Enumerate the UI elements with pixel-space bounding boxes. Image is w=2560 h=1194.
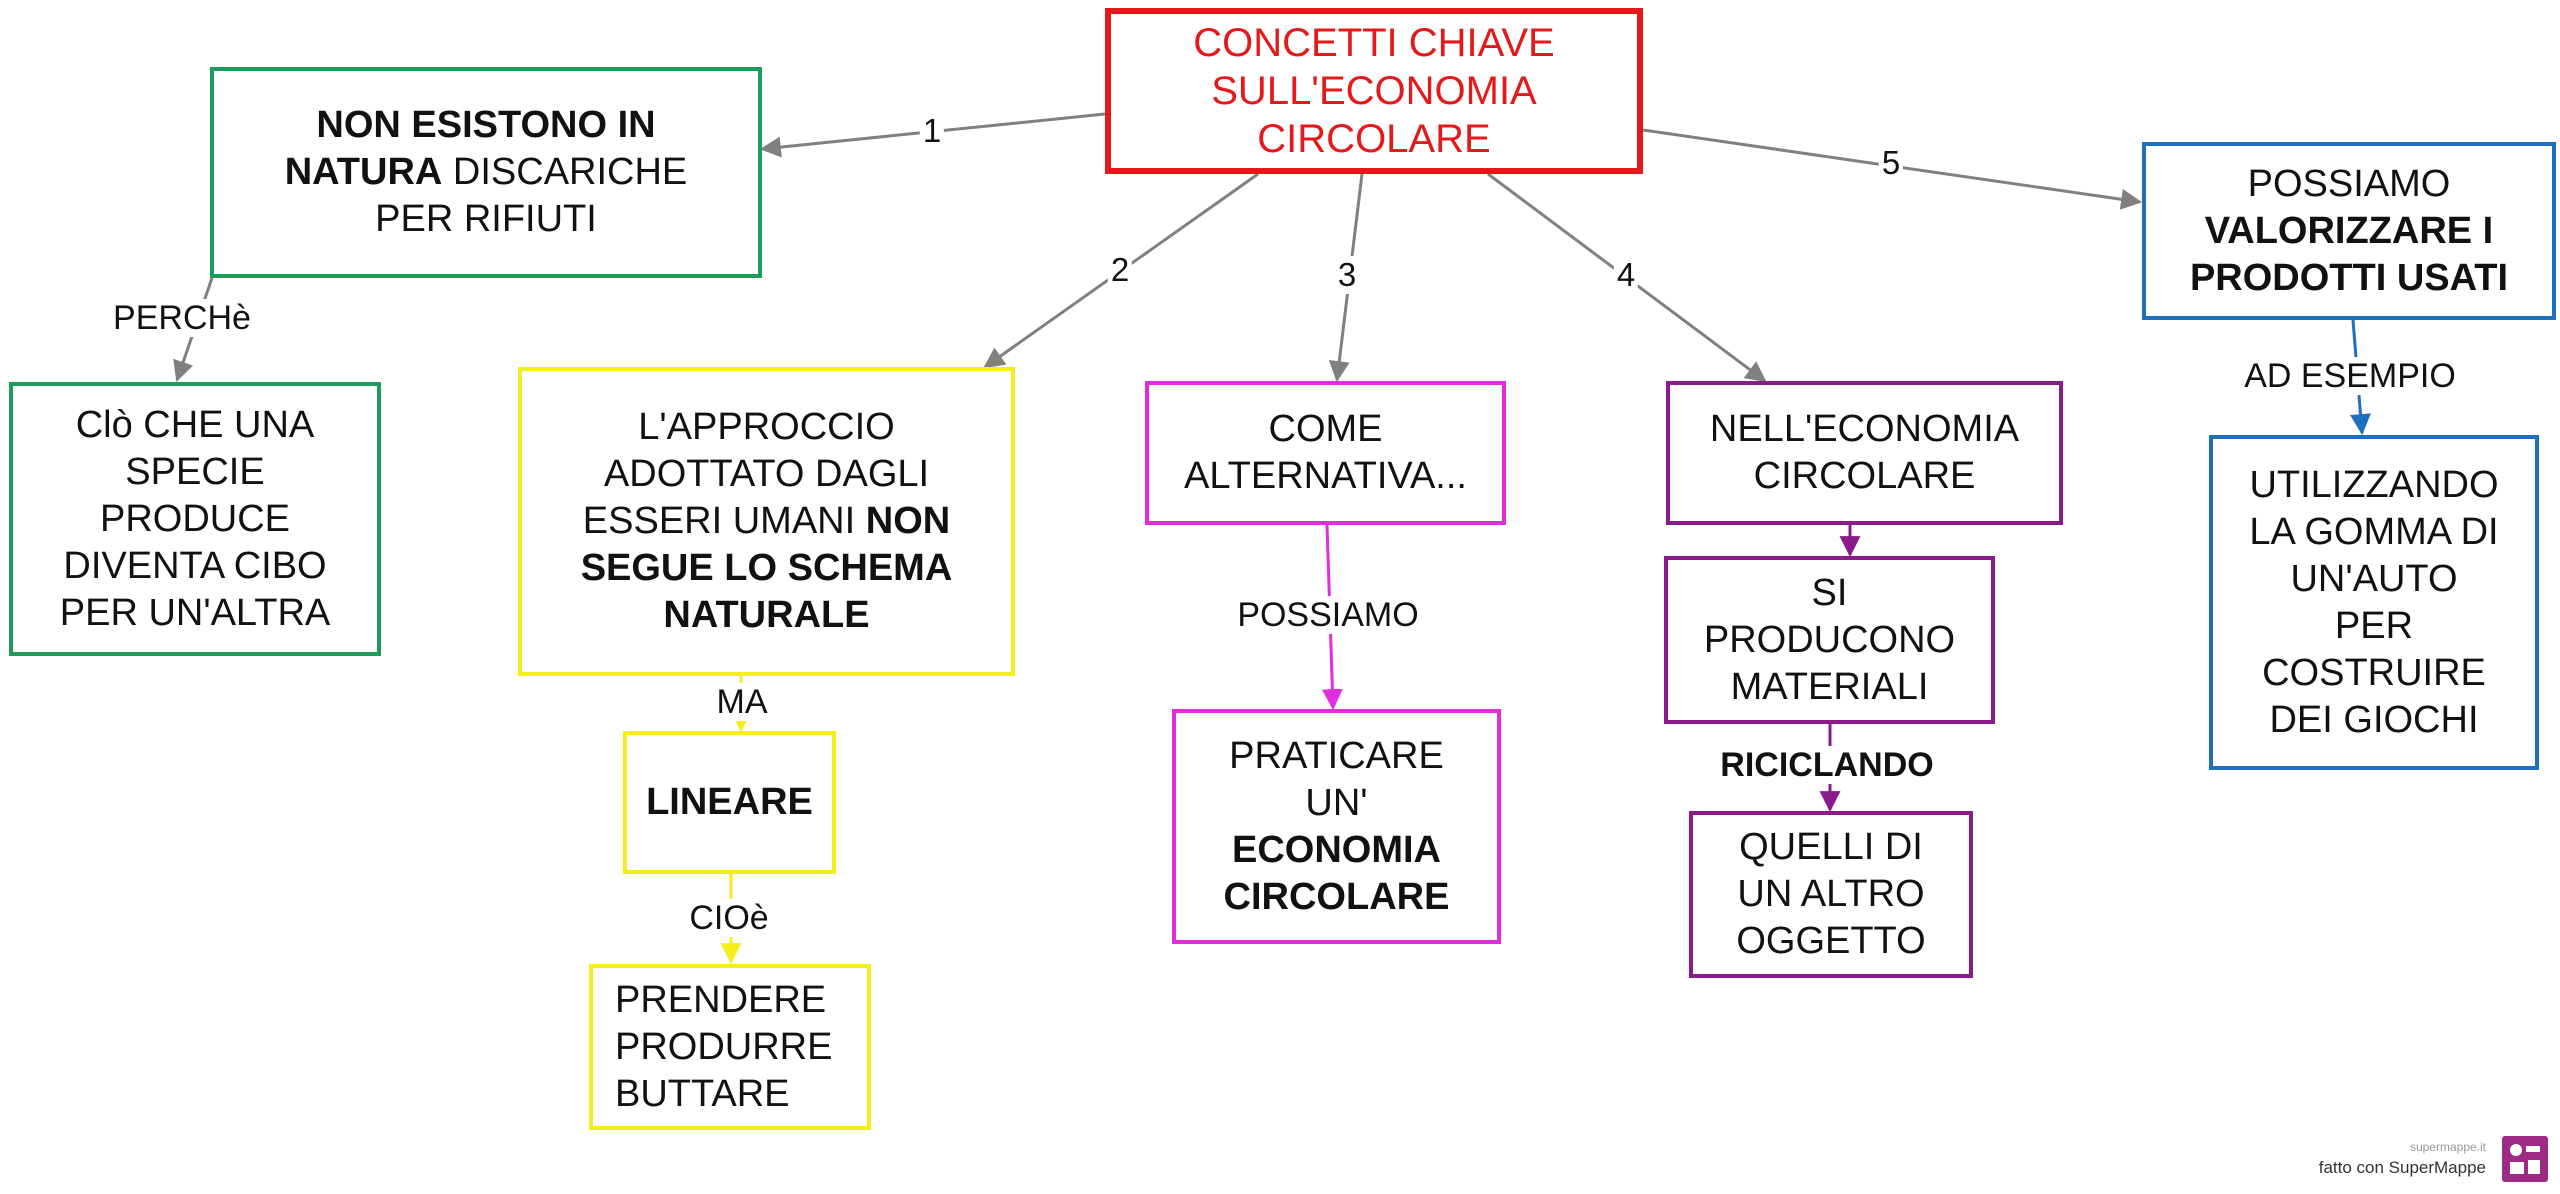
node-text: PER	[2334, 604, 2414, 647]
node-text: UN ALTRO	[1737, 873, 1925, 915]
node-text: ADOTTATO DAGLI	[603, 453, 930, 495]
edge-label-3: 3	[1334, 256, 1360, 294]
node-text-bold: LINEARE	[646, 781, 813, 823]
node-prendere[interactable]: PRENDERE PRODURRE BUTTARE	[589, 964, 871, 1130]
node-text: DIVENTA CIBO	[63, 544, 327, 587]
node-discariche[interactable]: NON ESISTONO IN NATURA DISCARICHE PER RI…	[210, 67, 762, 278]
node-text: PRODURRE	[615, 1025, 833, 1068]
node-quelli[interactable]: QUELLI DI UN ALTRO OGGETTO	[1689, 811, 1973, 978]
node-praticare[interactable]: PRATICARE UN' ECONOMIA CIRCOLARE	[1172, 709, 1501, 944]
node-cibo[interactable]: Clò CHE UNA SPECIE PRODUCE DIVENTA CIBO …	[9, 382, 381, 656]
root-line: CONCETTI CHIAVE	[1193, 21, 1555, 65]
node-text: COSTRUIRE	[2262, 651, 2486, 694]
node-text: SPECIE	[125, 450, 265, 493]
node-text: PER RIFIUTI	[375, 198, 597, 240]
node-text: UN'	[1305, 781, 1368, 824]
edge-label-ma: MA	[713, 683, 771, 721]
node-valorizzare[interactable]: POSSIAMO VALORIZZARE I PRODOTTI USATI	[2142, 142, 2556, 320]
node-text-bold: ECONOMIA	[1232, 828, 1441, 871]
node-text: PRODUCONO	[1703, 618, 1956, 661]
node-text: POSSIAMO	[2247, 162, 2451, 205]
node-text: LA GOMMA DI	[2249, 510, 2499, 553]
edge-label-2: 2	[1107, 251, 1133, 289]
node-text: PER UN'ALTRA	[59, 591, 331, 634]
node-alternativa[interactable]: COME ALTERNATIVA...	[1145, 381, 1506, 525]
node-text: DEI GIOCHI	[2269, 698, 2479, 741]
node-text: L'APPROCCIO	[638, 406, 895, 448]
node-text: PRATICARE	[1229, 734, 1444, 777]
root-line: CIRCOLARE	[1257, 117, 1491, 161]
node-text-bold: VALORIZZARE I	[2204, 209, 2494, 252]
supermappe-logo-icon	[2502, 1136, 2548, 1182]
supermappe-branding[interactable]: supermappe.it fatto con SuperMappe	[2308, 1136, 2548, 1186]
node-producono[interactable]: SI PRODUCONO MATERIALI	[1664, 556, 1995, 724]
node-text: SI	[1811, 571, 1848, 614]
node-approccio[interactable]: L'APPROCCIO ADOTTATO DAGLI ESSERI UMANI …	[518, 367, 1015, 676]
node-text: QUELLI DI	[1739, 826, 1923, 868]
node-text-bold: NATURALE	[663, 594, 870, 636]
branding-made-with: fatto con SuperMappe	[2318, 1158, 2486, 1177]
node-text: NELL'ECONOMIA	[1709, 408, 2020, 450]
edge-label-5: 5	[1878, 144, 1904, 182]
node-text: OGGETTO	[1736, 920, 1926, 962]
node-text: PRENDERE	[615, 978, 827, 1021]
node-text: ESSERI UMANI	[582, 500, 866, 542]
node-text: CIRCOLARE	[1753, 455, 1976, 497]
node-text: UTILIZZANDO	[2249, 463, 2499, 506]
node-text-bold: NATURA	[284, 151, 443, 193]
node-text: Clò CHE UNA	[75, 403, 315, 446]
node-text-bold: SEGUE LO SCHEMA	[580, 547, 953, 589]
node-text: BUTTARE	[615, 1072, 790, 1115]
node-text-bold: CIRCOLARE	[1223, 875, 1450, 918]
node-text-bold: NON	[865, 500, 951, 542]
root-line: SULL'ECONOMIA	[1211, 69, 1537, 113]
branding-site: supermappe.it	[2409, 1140, 2486, 1154]
edge-label-possiamo: POSSIAMO	[1234, 596, 1422, 634]
node-text: MATERIALI	[1730, 665, 1929, 708]
edge-label-ad-esempio: AD ESEMPIO	[2241, 357, 2459, 395]
node-text-bold: NON ESISTONO IN	[316, 104, 656, 146]
node-text-bold: PRODOTTI USATI	[2189, 256, 2509, 299]
node-text: DISCARICHE	[442, 151, 688, 193]
edge-label-1: 1	[919, 112, 945, 150]
node-gomma[interactable]: UTILIZZANDO LA GOMMA DI UN'AUTO PER COST…	[2209, 435, 2539, 770]
edge-label-cioe: CIOè	[686, 899, 772, 937]
edge-label-riciclando: RICICLANDO	[1717, 746, 1937, 784]
node-text: ALTERNATIVA...	[1184, 455, 1467, 497]
root-concept-node[interactable]: CONCETTI CHIAVE SULL'ECONOMIA CIRCOLARE	[1105, 8, 1643, 174]
edge-label-4: 4	[1613, 256, 1639, 294]
edge-label-perche: PERCHè	[110, 299, 254, 337]
node-text: PRODUCE	[99, 497, 291, 540]
node-text: UN'AUTO	[2290, 557, 2458, 600]
node-lineare[interactable]: LINEARE	[623, 731, 836, 874]
node-text: COME	[1268, 408, 1383, 450]
node-nell-economia[interactable]: NELL'ECONOMIA CIRCOLARE	[1666, 381, 2063, 525]
